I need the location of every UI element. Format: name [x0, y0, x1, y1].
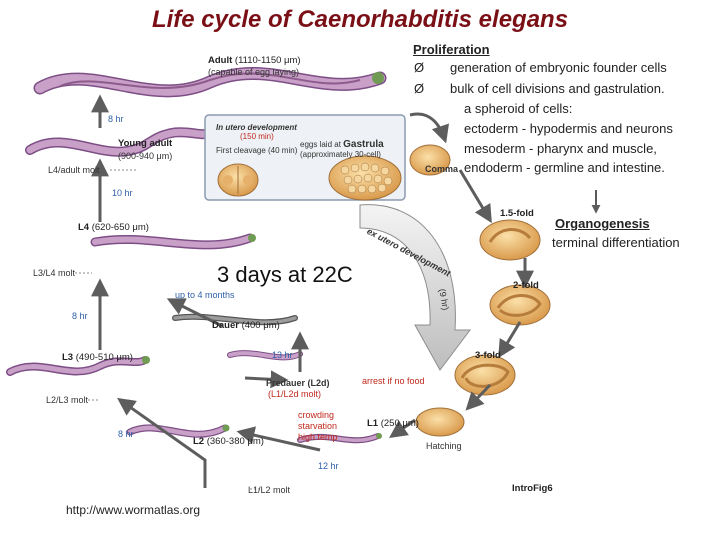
- hatching-label: Hatching: [426, 441, 462, 451]
- cycle-arrows: [91, 94, 534, 488]
- l3-worm: [6, 356, 150, 376]
- predauer-label: Predauer (L2d): [266, 378, 330, 388]
- fold-2-label: 2-fold: [513, 280, 539, 291]
- l4-worm: [90, 233, 256, 250]
- ex-utero-arrow: [359, 204, 471, 371]
- bullet-1: Ø: [414, 60, 425, 75]
- condition-starvation: starvation: [298, 421, 338, 431]
- embryo-1.5-fold: [479, 219, 541, 261]
- hatching-embryo: [415, 407, 465, 437]
- l1-label: L1 (250 μm): [367, 418, 419, 429]
- predauer-note: (L1/L2d molt): [268, 389, 322, 399]
- molt-connectors: [75, 169, 262, 490]
- predauer-worm: [227, 350, 303, 361]
- fold-1.5-label: 1.5-fold: [500, 208, 534, 219]
- gastrula-embryo: [409, 144, 451, 176]
- time-12hr: 12 hr: [318, 461, 339, 471]
- in-utero-label: In utero development: [216, 123, 297, 132]
- molt-l3-l4: L3/L4 molt: [33, 268, 76, 278]
- l1-worm: [297, 433, 382, 444]
- embryo-2-fold: [489, 284, 551, 326]
- molt-l1-l2: L1/L2 molt: [248, 485, 291, 495]
- adult-worm: [33, 67, 387, 98]
- l4-label: L4 (620-650 μm): [78, 222, 149, 233]
- l2-label: L2 (360-380 μm): [193, 436, 264, 447]
- in-utero-inset: [204, 114, 406, 201]
- approx-label: (approximately 30-cell): [300, 150, 381, 159]
- proliferation-line-1: generation of embryonic founder cells: [450, 60, 667, 75]
- source-url: http://www.wormatlas.org: [66, 503, 201, 517]
- bullet-2: Ø: [414, 81, 425, 96]
- center-duration-text: 3 days at 22C: [217, 262, 353, 287]
- first-cleavage-label: First cleavage (40 min): [216, 146, 298, 155]
- proliferation-line-5: mesoderm - pharynx and muscle,: [464, 141, 657, 156]
- time-10hr: 10 hr: [112, 188, 133, 198]
- time-up-to: up to 4 months: [175, 290, 235, 300]
- proliferation-heading: Proliferation: [413, 42, 490, 57]
- figure-label: IntroFig6: [512, 483, 553, 494]
- young-adult-label: Young adult: [118, 138, 173, 149]
- molt-l2-l3: L2/L3 molt: [46, 395, 89, 405]
- l2-worm: [126, 424, 230, 438]
- embryo-3-fold: [454, 354, 516, 396]
- dauer-worm: [172, 313, 298, 326]
- dauer-label: Dauer (400 μm): [212, 320, 280, 331]
- adult-note: (capable of egg laying): [208, 67, 300, 77]
- proliferation-line-6: endoderm - germline and intestine.: [464, 160, 665, 175]
- fold-3-label: 3-fold: [475, 350, 501, 361]
- page-title: Life cycle of Caenorhabditis elegans: [151, 6, 569, 33]
- organogenesis-heading: Organogenesis: [555, 216, 650, 231]
- young-adult-size: (900-940 μm): [118, 151, 173, 161]
- adult-label: Adult (1110-1150 μm): [208, 55, 301, 66]
- time-8hr-b: 8 hr: [72, 311, 88, 321]
- molt-l4-adult: L4/adult molt: [48, 165, 100, 175]
- time-13hr: 13 hr: [272, 350, 293, 360]
- proliferation-line-3: a spheroid of cells:: [464, 101, 573, 116]
- organogenesis-sub: terminal differentiation: [552, 235, 680, 250]
- l3-label: L3 (490-510 μm): [62, 352, 133, 363]
- proliferation-line-4: ectoderm - hypodermis and neurons: [464, 121, 673, 136]
- condition-high-temp: high temp: [298, 432, 338, 442]
- in-utero-time: (150 min): [240, 132, 274, 141]
- time-8hr-a: 8 hr: [108, 114, 124, 124]
- arrest-if-no-food: arrest if no food: [362, 376, 425, 386]
- comma-label: Comma: [425, 164, 459, 174]
- proliferation-line-2: bulk of cell divisions and gastrulation.: [450, 81, 665, 96]
- time-8hr-c: 8 hr: [118, 429, 134, 439]
- condition-crowding: crowding: [298, 410, 335, 420]
- eggs-laid-label: eggs laid at Gastrula: [300, 139, 384, 150]
